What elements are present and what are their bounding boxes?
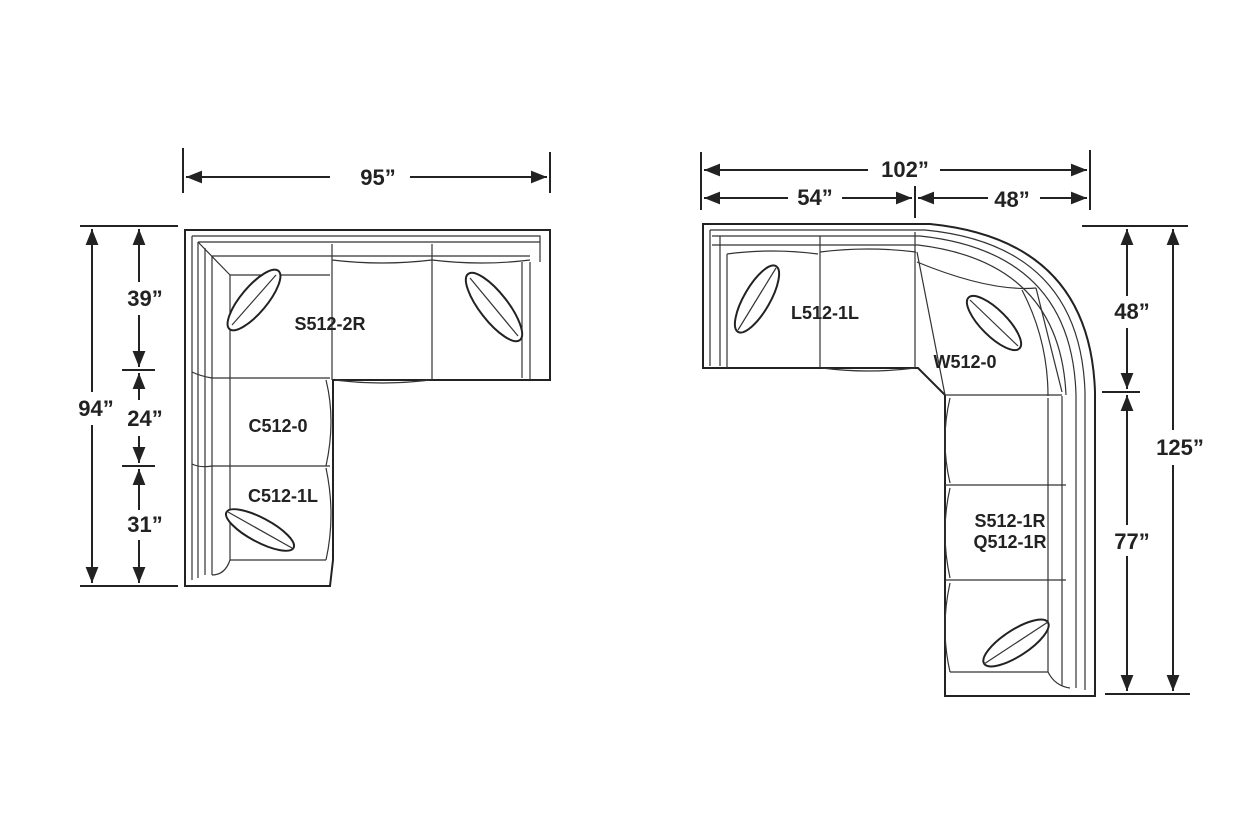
piece-label-c512-0: C512-0 — [248, 416, 307, 436]
right-width-dimensions: 102” 54” 48” — [700, 150, 1091, 218]
piece-label-w512-0: W512-0 — [933, 352, 996, 372]
right-sectional-outline — [702, 223, 1096, 697]
left-segment-31-label: 31” — [127, 512, 162, 537]
left-sectional: 95” 94” 39” 24” 31” — [78, 148, 551, 587]
piece-label-s512-1r: S512-1R — [974, 511, 1045, 531]
right-depth-77-label: 77” — [1114, 529, 1149, 554]
left-segment-24-label: 24” — [127, 406, 162, 431]
right-depth-dimensions: 48” 77” 125” — [1082, 225, 1204, 695]
right-sectional: 102” 54” 48” 48” 77” 125” — [700, 150, 1204, 697]
right-width-54-label: 54” — [797, 185, 832, 210]
piece-label-q512-1r: Q512-1R — [973, 532, 1046, 552]
piece-label-l512-1l: L512-1L — [791, 303, 859, 323]
left-depth-dimensions: 94” 39” 24” 31” — [78, 225, 178, 587]
right-depth-48-label: 48” — [1114, 299, 1149, 324]
right-overall-width-label: 102” — [881, 157, 929, 182]
right-width-48-label: 48” — [994, 187, 1029, 212]
right-overall-depth-label: 125” — [1156, 435, 1204, 460]
piece-label-c512-1l: C512-1L — [248, 486, 318, 506]
left-segment-39-label: 39” — [127, 286, 162, 311]
left-width-dimension: 95” — [182, 148, 551, 193]
left-width-label: 95” — [360, 165, 395, 190]
piece-label-s512-2r: S512-2R — [294, 314, 365, 334]
left-sectional-outline — [184, 229, 551, 587]
left-overall-depth-label: 94” — [78, 396, 113, 421]
